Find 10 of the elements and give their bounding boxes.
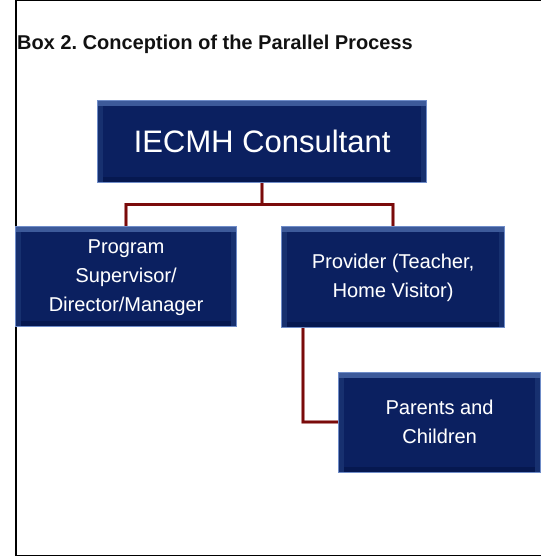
- node-box: [15, 226, 237, 327]
- connector-line: [302, 328, 338, 424]
- node-label: Provider (Teacher, Home Visitor): [310, 250, 476, 304]
- node-label: Program Supervisor/ Director/Manager: [48, 235, 204, 318]
- node-label: IECMH Consultant: [134, 124, 390, 160]
- title: Box 2. Conception of the Parallel Process: [17, 31, 413, 56]
- node-box: [338, 372, 541, 473]
- node-box: [97, 100, 427, 183]
- node-box: [281, 226, 505, 328]
- node-label: Parents and Children: [384, 396, 494, 450]
